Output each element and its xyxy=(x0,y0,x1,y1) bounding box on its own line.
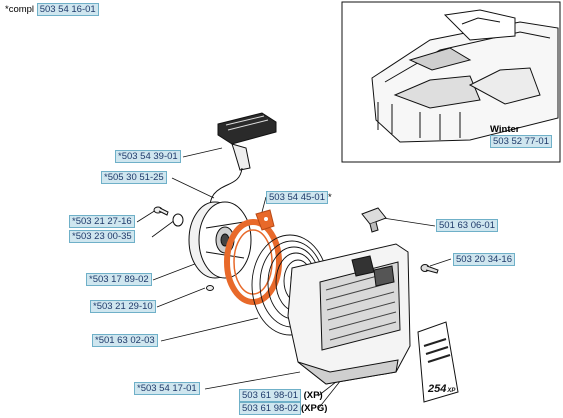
label-cover-plug: 501 63 06-01 xyxy=(436,219,498,232)
label-pulley: *503 17 89-02 xyxy=(86,273,152,286)
part-link-screw2[interactable]: *503 21 29-10 xyxy=(90,300,156,313)
label-housing-xpg: 503 61 98-02(XPG) xyxy=(239,402,328,415)
decal: 254XP xyxy=(417,321,459,403)
cover-screw xyxy=(420,264,439,274)
pulley-screw-2 xyxy=(206,285,214,291)
washer xyxy=(172,213,184,227)
label-pawl-plate: 503 54 45-01* xyxy=(266,191,332,204)
label-rope: *505 30 51-25 xyxy=(101,171,167,184)
part-link-handle[interactable]: *503 54 39-01 xyxy=(115,150,181,163)
part-link-cover-screw[interactable]: 503 20 34-16 xyxy=(453,253,515,266)
pulley-screw xyxy=(153,206,169,216)
label-spring: *501 63 02-03 xyxy=(92,334,158,347)
inset-title-text: Winter xyxy=(490,124,520,135)
winter-kit-inset-frame xyxy=(341,1,561,163)
part-link-housing-xpg[interactable]: 503 61 98-02 xyxy=(239,402,301,415)
part-link-assembly[interactable]: 503 54 16-01 xyxy=(36,3,99,16)
part-link-rope[interactable]: *505 30 51-25 xyxy=(101,171,167,184)
part-link-pulley-screw[interactable]: *503 21 27-16 xyxy=(69,215,135,228)
assembly-label: *compl 503 54 16-01 xyxy=(5,3,99,16)
housing-xp-suffix: (XP) xyxy=(303,390,323,401)
label-pulley-screw: *503 21 27-16 xyxy=(69,215,135,228)
part-link-spring[interactable]: *501 63 02-03 xyxy=(92,334,158,347)
part-link-pawl-plate[interactable]: 503 54 45-01 xyxy=(266,191,328,204)
starter-housing xyxy=(287,243,411,385)
label-cover-screw: 503 20 34-16 xyxy=(453,253,515,266)
part-link-cover-plug[interactable]: 501 63 06-01 xyxy=(436,219,498,232)
part-link-starter[interactable]: *503 54 17-01 xyxy=(134,382,200,395)
starter-pulley xyxy=(188,201,252,279)
part-link-washer[interactable]: *503 23 00-35 xyxy=(69,230,135,243)
cover-plug xyxy=(361,207,387,233)
leader-lines xyxy=(136,147,452,410)
inset-part: 503 52 77-01 xyxy=(490,135,552,148)
part-link-winter-kit[interactable]: 503 52 77-01 xyxy=(490,135,552,148)
assembly-prefix: *compl xyxy=(5,4,35,15)
pawl-plate-highlighted xyxy=(224,209,282,305)
decal-text: 254XP xyxy=(427,383,456,395)
label-housing-xp: 503 61 98-01 (XP) xyxy=(239,389,323,402)
label-starter: *503 54 17-01 xyxy=(134,382,200,395)
winter-kit-drawing xyxy=(371,9,559,143)
label-washer: *503 23 00-35 xyxy=(69,230,135,243)
part-link-pulley[interactable]: *503 17 89-02 xyxy=(86,273,152,286)
pawl-plate-suffix: * xyxy=(328,192,332,203)
starter-handle xyxy=(217,112,277,171)
housing-xpg-suffix: (XPG) xyxy=(301,403,328,414)
label-handle: *503 54 39-01 xyxy=(115,150,181,163)
label-screw2: *503 21 29-10 xyxy=(90,300,156,313)
inset-title: Winter xyxy=(490,124,519,135)
part-link-housing-xp[interactable]: 503 61 98-01 xyxy=(239,389,301,402)
